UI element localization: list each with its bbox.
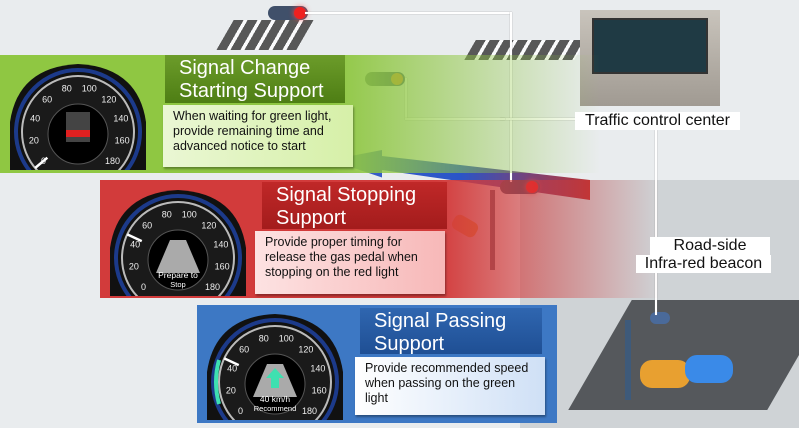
gauge-tick-label: 120 xyxy=(298,344,313,354)
gauge-tick-label: 160 xyxy=(115,136,130,146)
gauge-tick-label: 80 xyxy=(162,209,172,219)
gauge-tick-label: 60 xyxy=(42,94,52,104)
gauge-display-text: 40 km/h xyxy=(260,394,291,404)
gauge-tick-label: 20 xyxy=(226,386,236,396)
gauge-tick-label: 20 xyxy=(129,262,139,272)
gauge-tick-label: 180 xyxy=(205,282,220,292)
title-line: Signal Change xyxy=(179,57,311,79)
gauge-tick-label: 80 xyxy=(259,333,269,343)
gauge-tick-label: 180 xyxy=(302,406,317,416)
panel-description: When waiting for green light, provide re… xyxy=(163,105,353,167)
gauge-tick-label: 0 xyxy=(238,406,243,416)
gauge-needle xyxy=(126,233,143,243)
gauge-needle xyxy=(223,357,240,367)
title-line: Signal Passing xyxy=(374,310,507,332)
beacon-label-line1: Road-side xyxy=(650,237,770,255)
gauge-tick-label: 100 xyxy=(82,83,97,93)
panel-description: Provide proper timing for release the ga… xyxy=(255,231,445,294)
gauge-tick-label: 180 xyxy=(105,156,120,166)
gauge-tick-label: 120 xyxy=(201,220,216,230)
title-line: Signal Stopping xyxy=(276,184,417,206)
gauge-tick-label: 160 xyxy=(312,386,327,396)
gauge-tick-label: 140 xyxy=(310,363,325,373)
gauge-tick-label: 160 xyxy=(215,262,230,272)
gauge-tick-label: 20 xyxy=(29,136,39,146)
traffic-control-center-image xyxy=(580,10,720,106)
gauge-tick-label: 40 xyxy=(227,363,237,373)
car xyxy=(640,360,690,388)
gauge-tick-label: 100 xyxy=(182,209,197,219)
title-line: Starting Support xyxy=(179,80,324,102)
lane-graphic xyxy=(156,240,200,273)
map-screen xyxy=(592,18,708,74)
title-line: Support xyxy=(374,333,445,355)
panel-description: Provide recommended speed when passing o… xyxy=(355,357,545,415)
gauge-display-text: Prepare to xyxy=(158,270,198,280)
go-arrow-icon xyxy=(266,368,284,388)
gauge-tick-label: 60 xyxy=(239,344,249,354)
gauge-tick-label: 40 xyxy=(30,113,40,123)
gauge-tick-label: 140 xyxy=(113,113,128,123)
gauge-display-text: Stop xyxy=(170,280,185,289)
gauge-tick-label: 40 xyxy=(130,239,140,249)
gauge-tick-label: 120 xyxy=(101,94,116,104)
gauge-display-text: Recommend xyxy=(254,404,297,413)
speed-band xyxy=(214,359,221,405)
gauge-tick-label: 60 xyxy=(142,220,152,230)
countdown-bar xyxy=(66,112,90,142)
title-line: Support xyxy=(276,207,347,229)
gauge-ring xyxy=(211,318,339,428)
beacon-pole xyxy=(625,320,631,400)
crosswalk xyxy=(216,20,314,50)
connector-line xyxy=(305,12,510,14)
beacon xyxy=(650,312,670,324)
gauge-needle xyxy=(34,156,49,169)
car xyxy=(685,355,733,383)
gauge-tick-label: 80 xyxy=(62,83,72,93)
traffic-light-red xyxy=(268,6,308,20)
beacon-label-line2: Infra-red beacon xyxy=(636,255,771,273)
gauge-tick-label: 0 xyxy=(141,282,146,292)
countdown-level xyxy=(66,130,90,137)
traffic-control-center-label: Traffic control center xyxy=(575,112,740,130)
gauge-tick-label: 100 xyxy=(279,333,294,343)
gauge-tick-label: 140 xyxy=(213,239,228,249)
